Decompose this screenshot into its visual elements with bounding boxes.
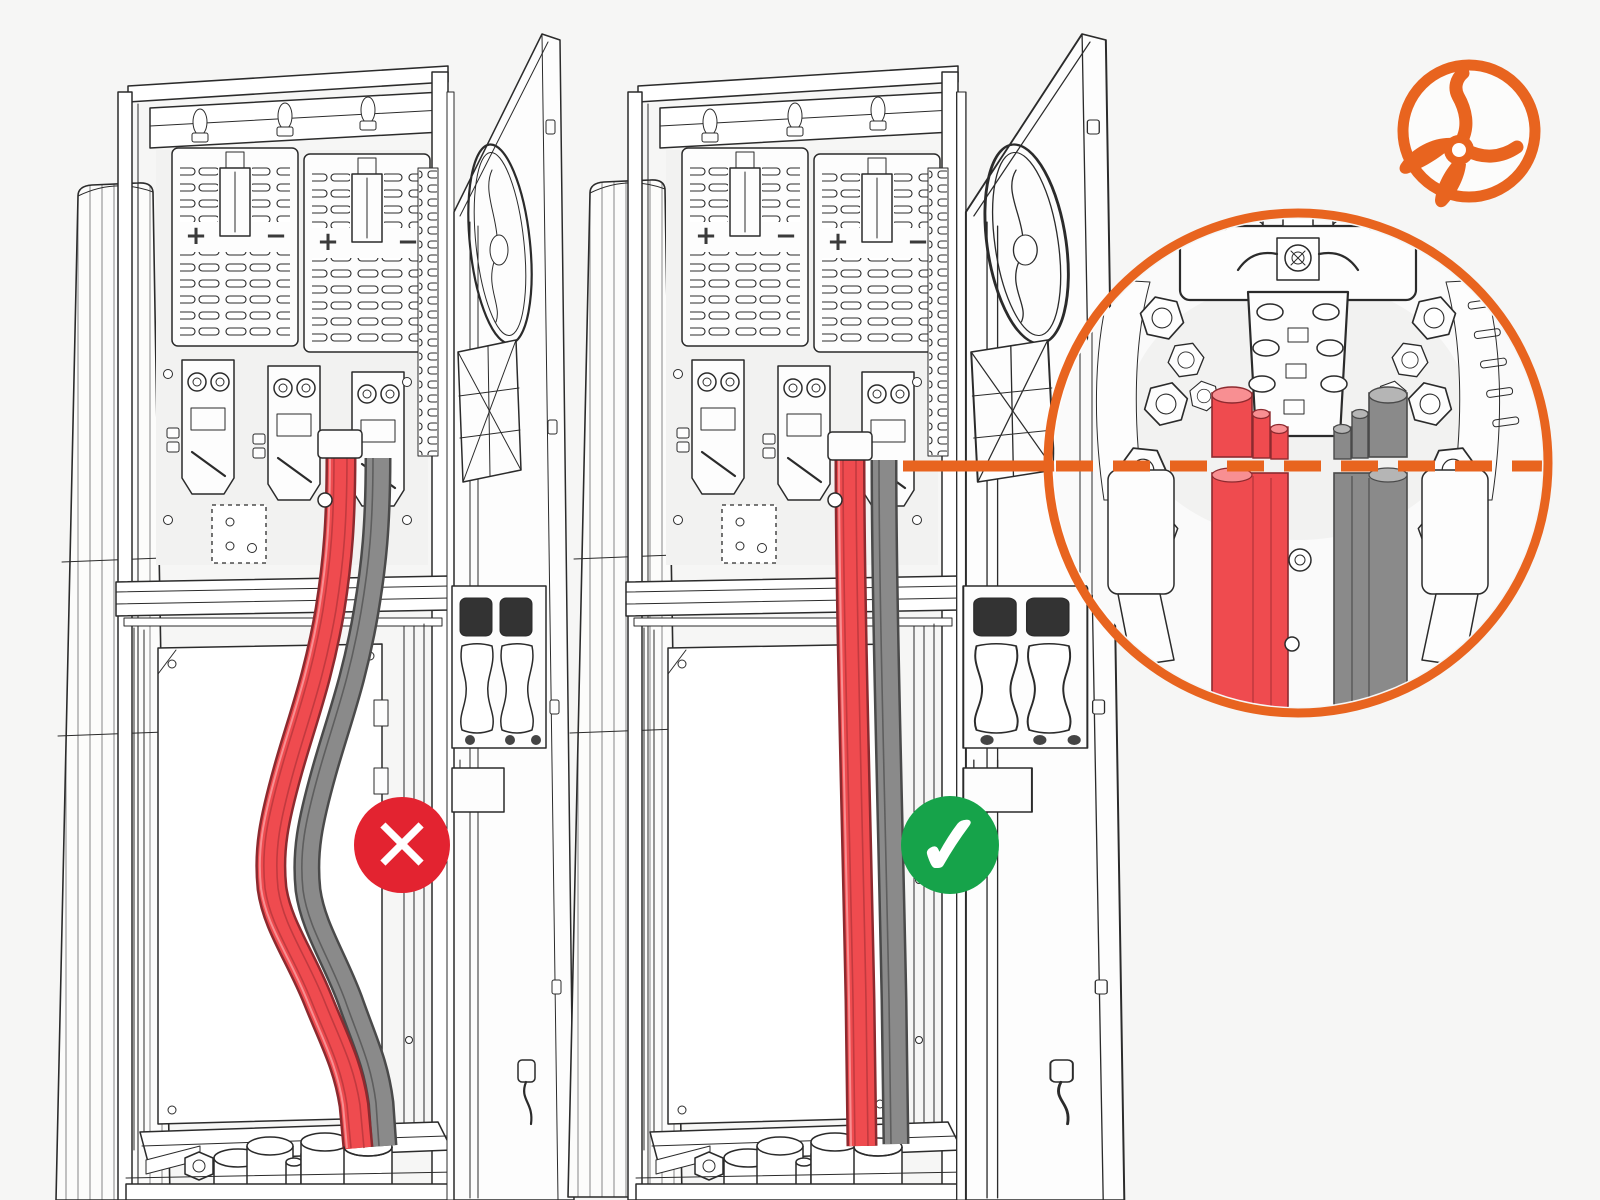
x-glyph: ✕: [371, 803, 433, 889]
right-cable-bundle-straight: [827, 431, 910, 1157]
wire-cutters-icon: [1397, 59, 1541, 208]
right-cabinet-correct: ✓: [567, 32, 1126, 1200]
left-cabinet-body: [116, 66, 456, 1200]
left-cabinet-door: [445, 32, 576, 1200]
x-circle-icon: [354, 797, 450, 893]
left-corner-column: [55, 182, 171, 1200]
callout-ring: [1043, 208, 1553, 718]
check-circle-icon: [901, 796, 999, 894]
check-glyph: ✓: [914, 797, 986, 893]
red-cable-stubs: [1211, 386, 1289, 707]
gray-cable-stubs: [1332, 386, 1408, 707]
incorrect-badge: ✕: [354, 797, 450, 893]
right-cabinet-body: [626, 66, 966, 1200]
right-corner-column: [567, 179, 683, 1198]
left-cabinet-incorrect: ✕: [55, 32, 576, 1200]
left-cable-bundle-slack: [255, 429, 398, 1157]
cut-line-callout: [1043, 208, 1553, 718]
correct-badge: ✓: [901, 795, 999, 896]
